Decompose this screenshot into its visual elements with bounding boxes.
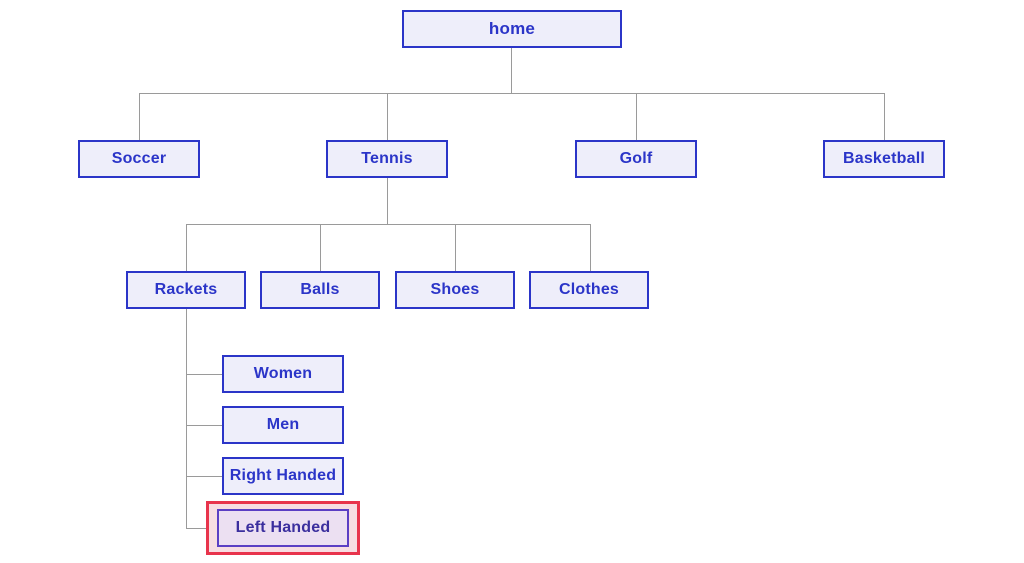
connector-drop-clothes bbox=[590, 224, 591, 271]
connector-branch-women bbox=[186, 374, 222, 375]
connector-drop-basketball bbox=[884, 93, 885, 140]
connector-rackets-trunk bbox=[186, 309, 187, 528]
connector-branch-left-handed bbox=[186, 528, 222, 529]
node-shoes[interactable]: Shoes bbox=[395, 271, 515, 309]
node-basketball[interactable]: Basketball bbox=[823, 140, 945, 178]
connector-branch-men bbox=[186, 425, 222, 426]
node-clothes[interactable]: Clothes bbox=[529, 271, 649, 309]
node-soccer[interactable]: Soccer bbox=[78, 140, 200, 178]
node-men[interactable]: Men bbox=[222, 406, 344, 444]
node-golf[interactable]: Golf bbox=[575, 140, 697, 178]
node-women[interactable]: Women bbox=[222, 355, 344, 393]
connector-tennis-stem bbox=[387, 178, 388, 224]
node-home[interactable]: home bbox=[402, 10, 622, 48]
connector-level3-bus bbox=[186, 224, 591, 225]
connector-level2-bus bbox=[139, 93, 885, 94]
connector-drop-golf bbox=[636, 93, 637, 140]
connector-drop-rackets bbox=[186, 224, 187, 271]
node-right-handed[interactable]: Right Handed bbox=[222, 457, 344, 495]
node-rackets[interactable]: Rackets bbox=[126, 271, 246, 309]
node-left-handed[interactable]: Left Handed bbox=[217, 509, 349, 547]
connector-drop-tennis bbox=[387, 93, 388, 140]
node-tennis[interactable]: Tennis bbox=[326, 140, 448, 178]
connector-drop-shoes bbox=[455, 224, 456, 271]
connector-branch-right-handed bbox=[186, 476, 222, 477]
connector-drop-soccer bbox=[139, 93, 140, 140]
connector-drop-balls bbox=[320, 224, 321, 271]
node-balls[interactable]: Balls bbox=[260, 271, 380, 309]
connector-home-stem bbox=[511, 48, 512, 93]
